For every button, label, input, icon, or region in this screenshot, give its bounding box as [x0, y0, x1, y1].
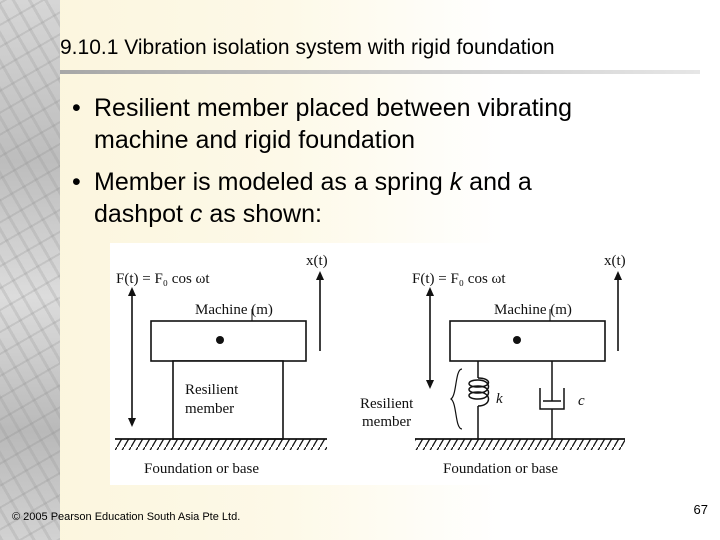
diagram-svg: F(t) = F₀ cos ωt x(t) Machine (m) Resili… — [115, 253, 626, 477]
left-foundation-hatch — [115, 439, 327, 450]
damper-label: c — [578, 393, 585, 409]
bullet-dot: • — [72, 94, 81, 122]
right-machine-block — [449, 320, 606, 362]
bullet-2-text-c: dashpot — [94, 200, 190, 228]
copyright-footer: © 2005 Pearson Education South Asia Pte … — [12, 511, 241, 523]
title-underline — [60, 70, 700, 74]
dashpot-c — [539, 361, 565, 439]
right-member-label-1: Resilient — [360, 396, 414, 412]
member-brace — [449, 368, 463, 430]
left-machine-block — [150, 320, 307, 362]
bullet-2-text-d: as shown: — [202, 200, 322, 228]
spring-k — [468, 361, 490, 439]
marble-side-border — [0, 0, 60, 540]
right-force-label: F(t) = F₀ cos ωt — [412, 271, 506, 287]
right-displacement-label: x(t) — [604, 253, 626, 269]
left-center-of-mass — [216, 336, 224, 344]
bullet-1-line-1: Resilient member placed between vibratin… — [94, 94, 573, 122]
right-center-of-mass — [513, 336, 521, 344]
isolation-diagram: F(t) = F₀ cos ωt x(t) Machine (m) Resili… — [110, 243, 635, 485]
title-bar: 9.10.1 Vibration isolation system with r… — [60, 22, 700, 74]
left-panel: F(t) = F₀ cos ωt x(t) Machine (m) Resili… — [115, 253, 328, 477]
left-machine-label: Machine (m) — [195, 302, 273, 318]
right-machine-label: Machine (m) — [494, 302, 572, 318]
bullet-2-text-b: and a — [462, 168, 532, 196]
left-member-label-2: member — [185, 401, 234, 417]
left-displacement-label: x(t) — [306, 253, 328, 269]
spring-symbol-k: k — [449, 168, 463, 196]
right-base-label: Foundation or base — [443, 461, 558, 477]
damper-symbol-c: c — [189, 200, 203, 228]
page-number: 67 — [693, 502, 708, 517]
bullet-item-1: • Resilient member placed between vibrat… — [70, 92, 690, 156]
left-base-label: Foundation or base — [144, 461, 259, 477]
left-force-label: F(t) = F₀ cos ωt — [116, 271, 210, 287]
right-member-label-2: member — [362, 414, 411, 430]
bullet-dot: • — [72, 168, 81, 196]
right-foundation-hatch — [415, 439, 625, 450]
bullet-2-text-a: Member is modeled as a spring — [94, 168, 450, 196]
left-resilient-member — [172, 360, 284, 440]
slide-title: 9.10.1 Vibration isolation system with r… — [60, 36, 555, 59]
spring-label: k — [496, 391, 503, 407]
bullet-1-line-2: machine and rigid foundation — [94, 126, 416, 154]
bullet-list: • Resilient member placed between vibrat… — [70, 92, 690, 240]
right-panel: F(t) = F₀ cos ωt x(t) Machine (m) k — [360, 253, 626, 477]
left-member-label-1: Resilient — [185, 382, 239, 398]
bullet-item-2: • Member is modeled as a spring k and a … — [70, 166, 690, 230]
